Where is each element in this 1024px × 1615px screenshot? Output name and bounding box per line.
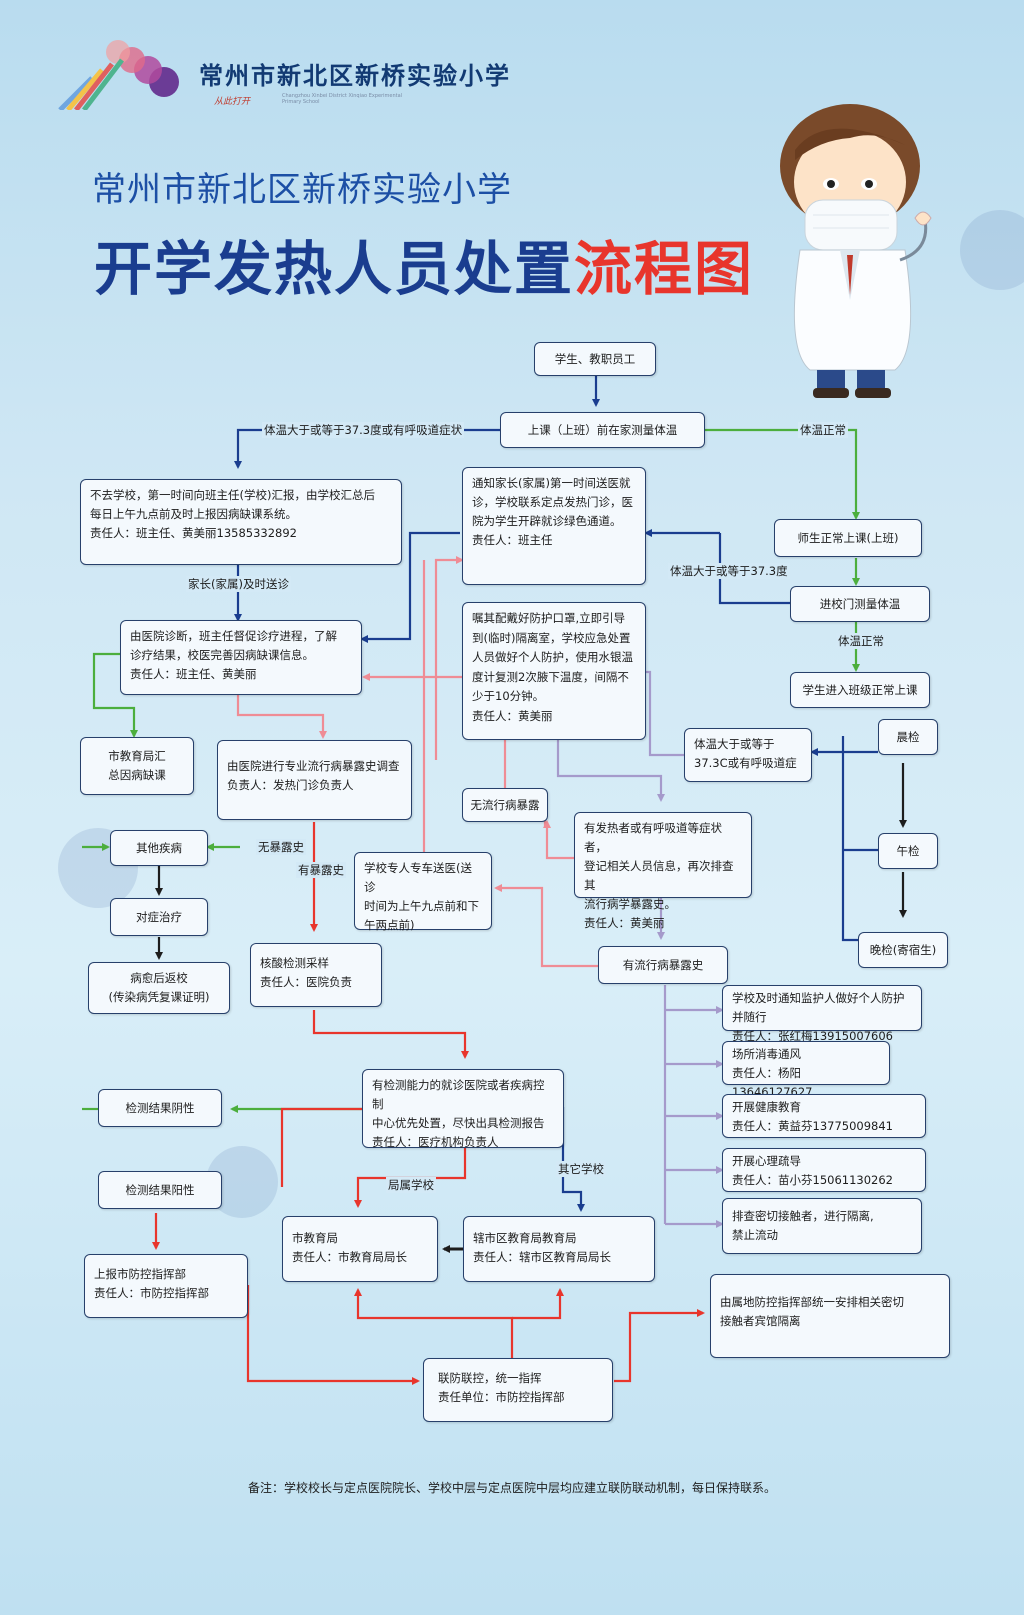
label-temp-high-gate: 体温大于或等于37.3度 — [668, 563, 790, 579]
label-has-exposure: 有暴露史 — [296, 862, 346, 878]
footnote: 备注：学校校长与定点医院院长、学校中层与定点医院中层均应建立联防联动机制，每日保… — [247, 1481, 776, 1495]
node-other-disease: 其他疾病 — [110, 830, 208, 866]
node-district-education-bureau: 辖市区教育局教育局责任人：辖市区教育局局长 — [463, 1216, 655, 1282]
node-start: 学生、教职员工 — [534, 342, 656, 376]
node-notify-parents: 通知家长(家属)第一时间送医就诊，学校联系定点发热门诊，医院为学生开辟就诊绿色通… — [462, 467, 646, 585]
node-enter-class: 学生进入班级正常上课 — [790, 672, 930, 708]
node-gate-check: 进校门测量体温 — [790, 586, 930, 622]
node-morning-check: 晨检 — [878, 719, 938, 755]
node-test-positive: 检测结果阳性 — [98, 1171, 222, 1209]
node-testing-center: 有检测能力的就诊医院或者疾病控制中心优先处置，尽快出具检测报告责任人：医疗机构负… — [362, 1069, 564, 1149]
node-report-city-command: 上报市防控指挥部责任人：市防控指挥部 — [84, 1254, 248, 1318]
node-register-info: 有发热者或有呼吸道等症状者，登记相关人员信息，再次排查其流行病学暴露史。责任人：… — [574, 812, 752, 930]
label-temp-normal: 体温正常 — [798, 422, 848, 438]
doctor-illustration-icon — [780, 104, 932, 398]
node-action-psych-support: 开展心理疏导责任人：苗小芬15061130262 — [722, 1148, 926, 1192]
label-bureau-school: 局属学校 — [386, 1177, 436, 1193]
label-parents-send: 家长(家属)及时送诊 — [186, 576, 291, 592]
node-symptom-treatment: 对症治疗 — [110, 898, 208, 936]
node-nucleic-test: 核酸检测采样责任人：医院负责 — [250, 943, 382, 1007]
logo-text: 常州市新北区新桥实验小学 — [199, 61, 511, 90]
node-evening-check: 晚检(寄宿生) — [858, 932, 948, 968]
node-action-notify-guardian: 学校及时通知监护人做好个人防护并随行责任人：张红梅13915007606 — [722, 985, 922, 1043]
logo-slogan: 从此打开 — [214, 97, 251, 107]
school-name: 常州市新北区新桥实验小学 — [92, 170, 512, 210]
label-temp-high-home: 体温大于或等于37.3度或有呼吸道症状 — [262, 422, 465, 438]
node-test-negative: 检测结果阴性 — [98, 1089, 222, 1127]
page-title: 开学发热人员处置流程图 — [94, 222, 754, 306]
node-hotel-isolation: 由属地防控指挥部统一安排相关密切接触者宾馆隔离 — [710, 1274, 950, 1358]
node-home-check: 上课（上班）前在家测量体温 — [500, 412, 705, 448]
node-no-epidemic-exposure: 无流行病暴露 — [462, 788, 548, 822]
node-action-close-contacts: 排查密切接触者，进行隔离,禁止流动 — [722, 1198, 922, 1254]
title-highlight: 流程图 — [574, 235, 755, 303]
node-normal-class: 师生正常上课(上班) — [774, 519, 922, 557]
node-edu-bureau-summary: 市教育局汇总因病缺课 — [80, 737, 194, 795]
node-city-education-bureau: 市教育局责任人：市教育局局长 — [282, 1216, 438, 1282]
title-main: 开学发热人员处置 — [94, 235, 575, 303]
logo-fan-icon — [58, 40, 179, 112]
node-school-car: 学校专人专车送医(送诊时间为上午九点前和下午两点前) — [354, 852, 492, 932]
node-noon-check: 午检 — [878, 833, 938, 869]
label-temp-normal-gate: 体温正常 — [836, 633, 886, 649]
node-action-health-education: 开展健康教育责任人：黄益芬13775009841 — [722, 1094, 926, 1138]
node-joint-control: 联防联控，统一指挥责任单位：市防控指挥部 — [423, 1358, 613, 1422]
logo-english: Changzhou Xinbei District Xinqiao Experi… — [282, 93, 403, 105]
node-action-disinfect: 场所消毒通风责任人：杨阳13646127627 — [722, 1041, 890, 1099]
node-no-school: 不去学校，第一时间向班主任(学校)汇报，由学校汇总后每日上午九点前及时上报因病缺… — [80, 479, 402, 565]
node-return-school: 病愈后返校(传染病凭复课证明) — [88, 962, 230, 1014]
label-no-exposure: 无暴露史 — [256, 839, 306, 855]
node-epidemiology-survey: 由医院进行专业流行病暴露史调查负责人：发热门诊负责人 — [217, 740, 412, 820]
node-hospital-diagnosis: 由医院诊断，班主任督促诊疗进程，了解诊疗结果，校医完善因病缺课信息。责任人：班主… — [120, 620, 362, 695]
node-has-epidemic-exposure: 有流行病暴露史 — [598, 946, 728, 984]
label-other-school: 其它学校 — [556, 1161, 606, 1177]
school-logo: 常州市新北区新桥实验小学 从此打开 Changzhou Xinbei Distr… — [52, 40, 509, 112]
node-isolation-room: 嘱其配戴好防护口罩,立即引导到(临时)隔离室，学校应急处置人员做好个人防护，使用… — [462, 602, 646, 740]
